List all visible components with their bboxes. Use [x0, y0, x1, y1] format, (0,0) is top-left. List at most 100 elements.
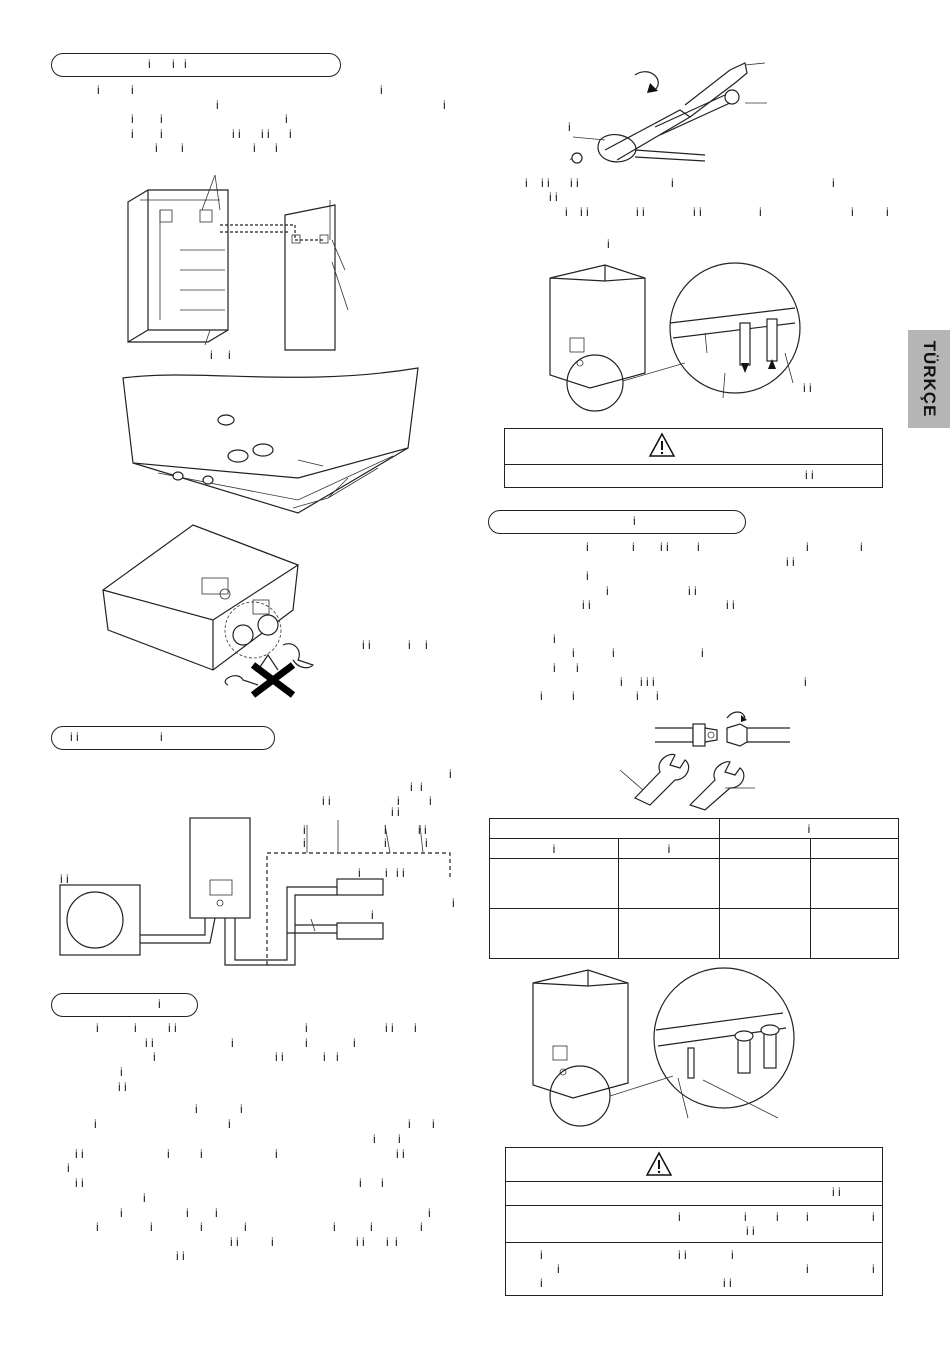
body-frag: i i	[582, 598, 591, 612]
body-frag: i	[832, 176, 835, 190]
body-frag: i	[384, 823, 387, 837]
table-cell	[489, 908, 619, 959]
body-frag: i	[333, 1220, 336, 1234]
body-frag: i	[216, 98, 219, 112]
table-cell	[810, 858, 899, 909]
body-frag: i	[215, 1206, 218, 1220]
body-frag: i	[186, 1206, 189, 1220]
body-frag: i	[370, 1220, 373, 1234]
body-frag: i	[275, 141, 278, 155]
body-frag: i	[525, 176, 528, 190]
body-frag: i	[553, 632, 556, 646]
warning-frag: i i	[746, 1224, 755, 1238]
pipe-label: i i	[803, 381, 812, 395]
body-frag: i	[120, 1206, 123, 1220]
body-frag: i	[353, 1036, 356, 1050]
warning-frag: i	[557, 1262, 560, 1276]
body-frag: i	[886, 205, 889, 219]
section1-title-frag: i	[148, 57, 151, 71]
body-frag: i	[428, 1206, 431, 1220]
body-frag: i	[134, 1021, 137, 1035]
body-frag: i	[452, 896, 455, 910]
warning1-text: i i	[805, 468, 814, 482]
body-frag: i i	[356, 1235, 365, 1249]
warning-box-2	[505, 1147, 883, 1296]
body-frag: i i	[636, 205, 645, 219]
body-frag: i	[131, 112, 134, 126]
body-frag: i	[572, 689, 575, 703]
warning-frag: i	[806, 1210, 809, 1224]
body-frag: i i	[232, 127, 241, 141]
body-frag: i i	[168, 1021, 177, 1035]
warning-frag: i i	[832, 1185, 841, 1199]
body-frag: i	[606, 584, 609, 598]
body-frag: i	[565, 205, 568, 219]
wall-mount-figure	[127, 174, 349, 351]
body-frag: i i	[176, 1249, 185, 1263]
wrench-note: i	[425, 638, 428, 652]
body-frag: i i	[275, 1050, 284, 1064]
warning-frag: i	[744, 1210, 747, 1224]
body-frag: i	[336, 1050, 339, 1064]
body-frag: i	[181, 141, 184, 155]
table-subheader	[810, 838, 899, 859]
warning-frag: i	[776, 1210, 779, 1224]
body-frag: i	[67, 1161, 70, 1175]
body-frag: i	[671, 176, 674, 190]
body-frag: i	[275, 1147, 278, 1161]
body-frag: i i	[60, 872, 69, 886]
warning-icon	[645, 1151, 673, 1176]
tool-label: i	[568, 120, 571, 134]
figure-label: i	[228, 348, 231, 362]
body-frag: i i	[570, 176, 579, 190]
warning-frag: i i	[723, 1276, 732, 1290]
body-frag: i	[195, 1102, 198, 1116]
table-cell	[618, 908, 720, 959]
unit-connection-figure	[549, 262, 801, 412]
body-frag: i	[449, 767, 452, 781]
warning-frag: i i	[678, 1248, 687, 1262]
body-frag: i	[200, 1220, 203, 1234]
body-frag: i	[414, 1021, 417, 1035]
body-frag: i	[432, 1117, 435, 1131]
body-frag: i	[656, 689, 659, 703]
body-frag: i	[380, 83, 383, 97]
table-cell	[489, 858, 619, 909]
specification-table: i i i	[489, 818, 899, 959]
system-schematic	[59, 817, 451, 966]
body-frag: i	[160, 127, 163, 141]
section1-title-frag: i	[184, 57, 187, 71]
body-frag: i	[697, 540, 700, 554]
table-cell	[618, 858, 720, 909]
body-frag: i i	[322, 794, 331, 808]
body-frag: i	[253, 141, 256, 155]
body-frag: i	[384, 836, 387, 850]
body-frag: i	[160, 112, 163, 126]
body-frag: i	[323, 1050, 326, 1064]
body-frag: i	[359, 1176, 362, 1190]
body-frag: i i	[75, 1147, 84, 1161]
body-frag: i	[540, 689, 543, 703]
body-frag: i i	[261, 127, 270, 141]
body-frag: i	[244, 1220, 247, 1234]
body-frag: i	[572, 646, 575, 660]
body-frag: i	[612, 646, 615, 660]
body-frag: i i	[660, 540, 669, 554]
section4-title-frag: i	[633, 514, 636, 528]
wrench-note: i i	[362, 638, 371, 652]
language-tab-label: TÜRKÇE	[920, 340, 939, 418]
body-frag: i	[289, 127, 292, 141]
warning-icon	[648, 432, 676, 457]
body-frag: i	[408, 1117, 411, 1131]
body-frag: i	[806, 540, 809, 554]
body-frag: i i	[541, 176, 550, 190]
bottom-panel-figure	[122, 367, 419, 514]
body-frag: i	[851, 205, 854, 219]
body-frag: i	[167, 1147, 170, 1161]
body-frag: i	[131, 127, 134, 141]
warning-box-1	[504, 428, 883, 488]
body-frag: i i i	[640, 675, 655, 689]
section2-title-frag: i	[160, 730, 163, 744]
body-frag: i	[425, 836, 428, 850]
body-frag: i	[303, 823, 306, 837]
